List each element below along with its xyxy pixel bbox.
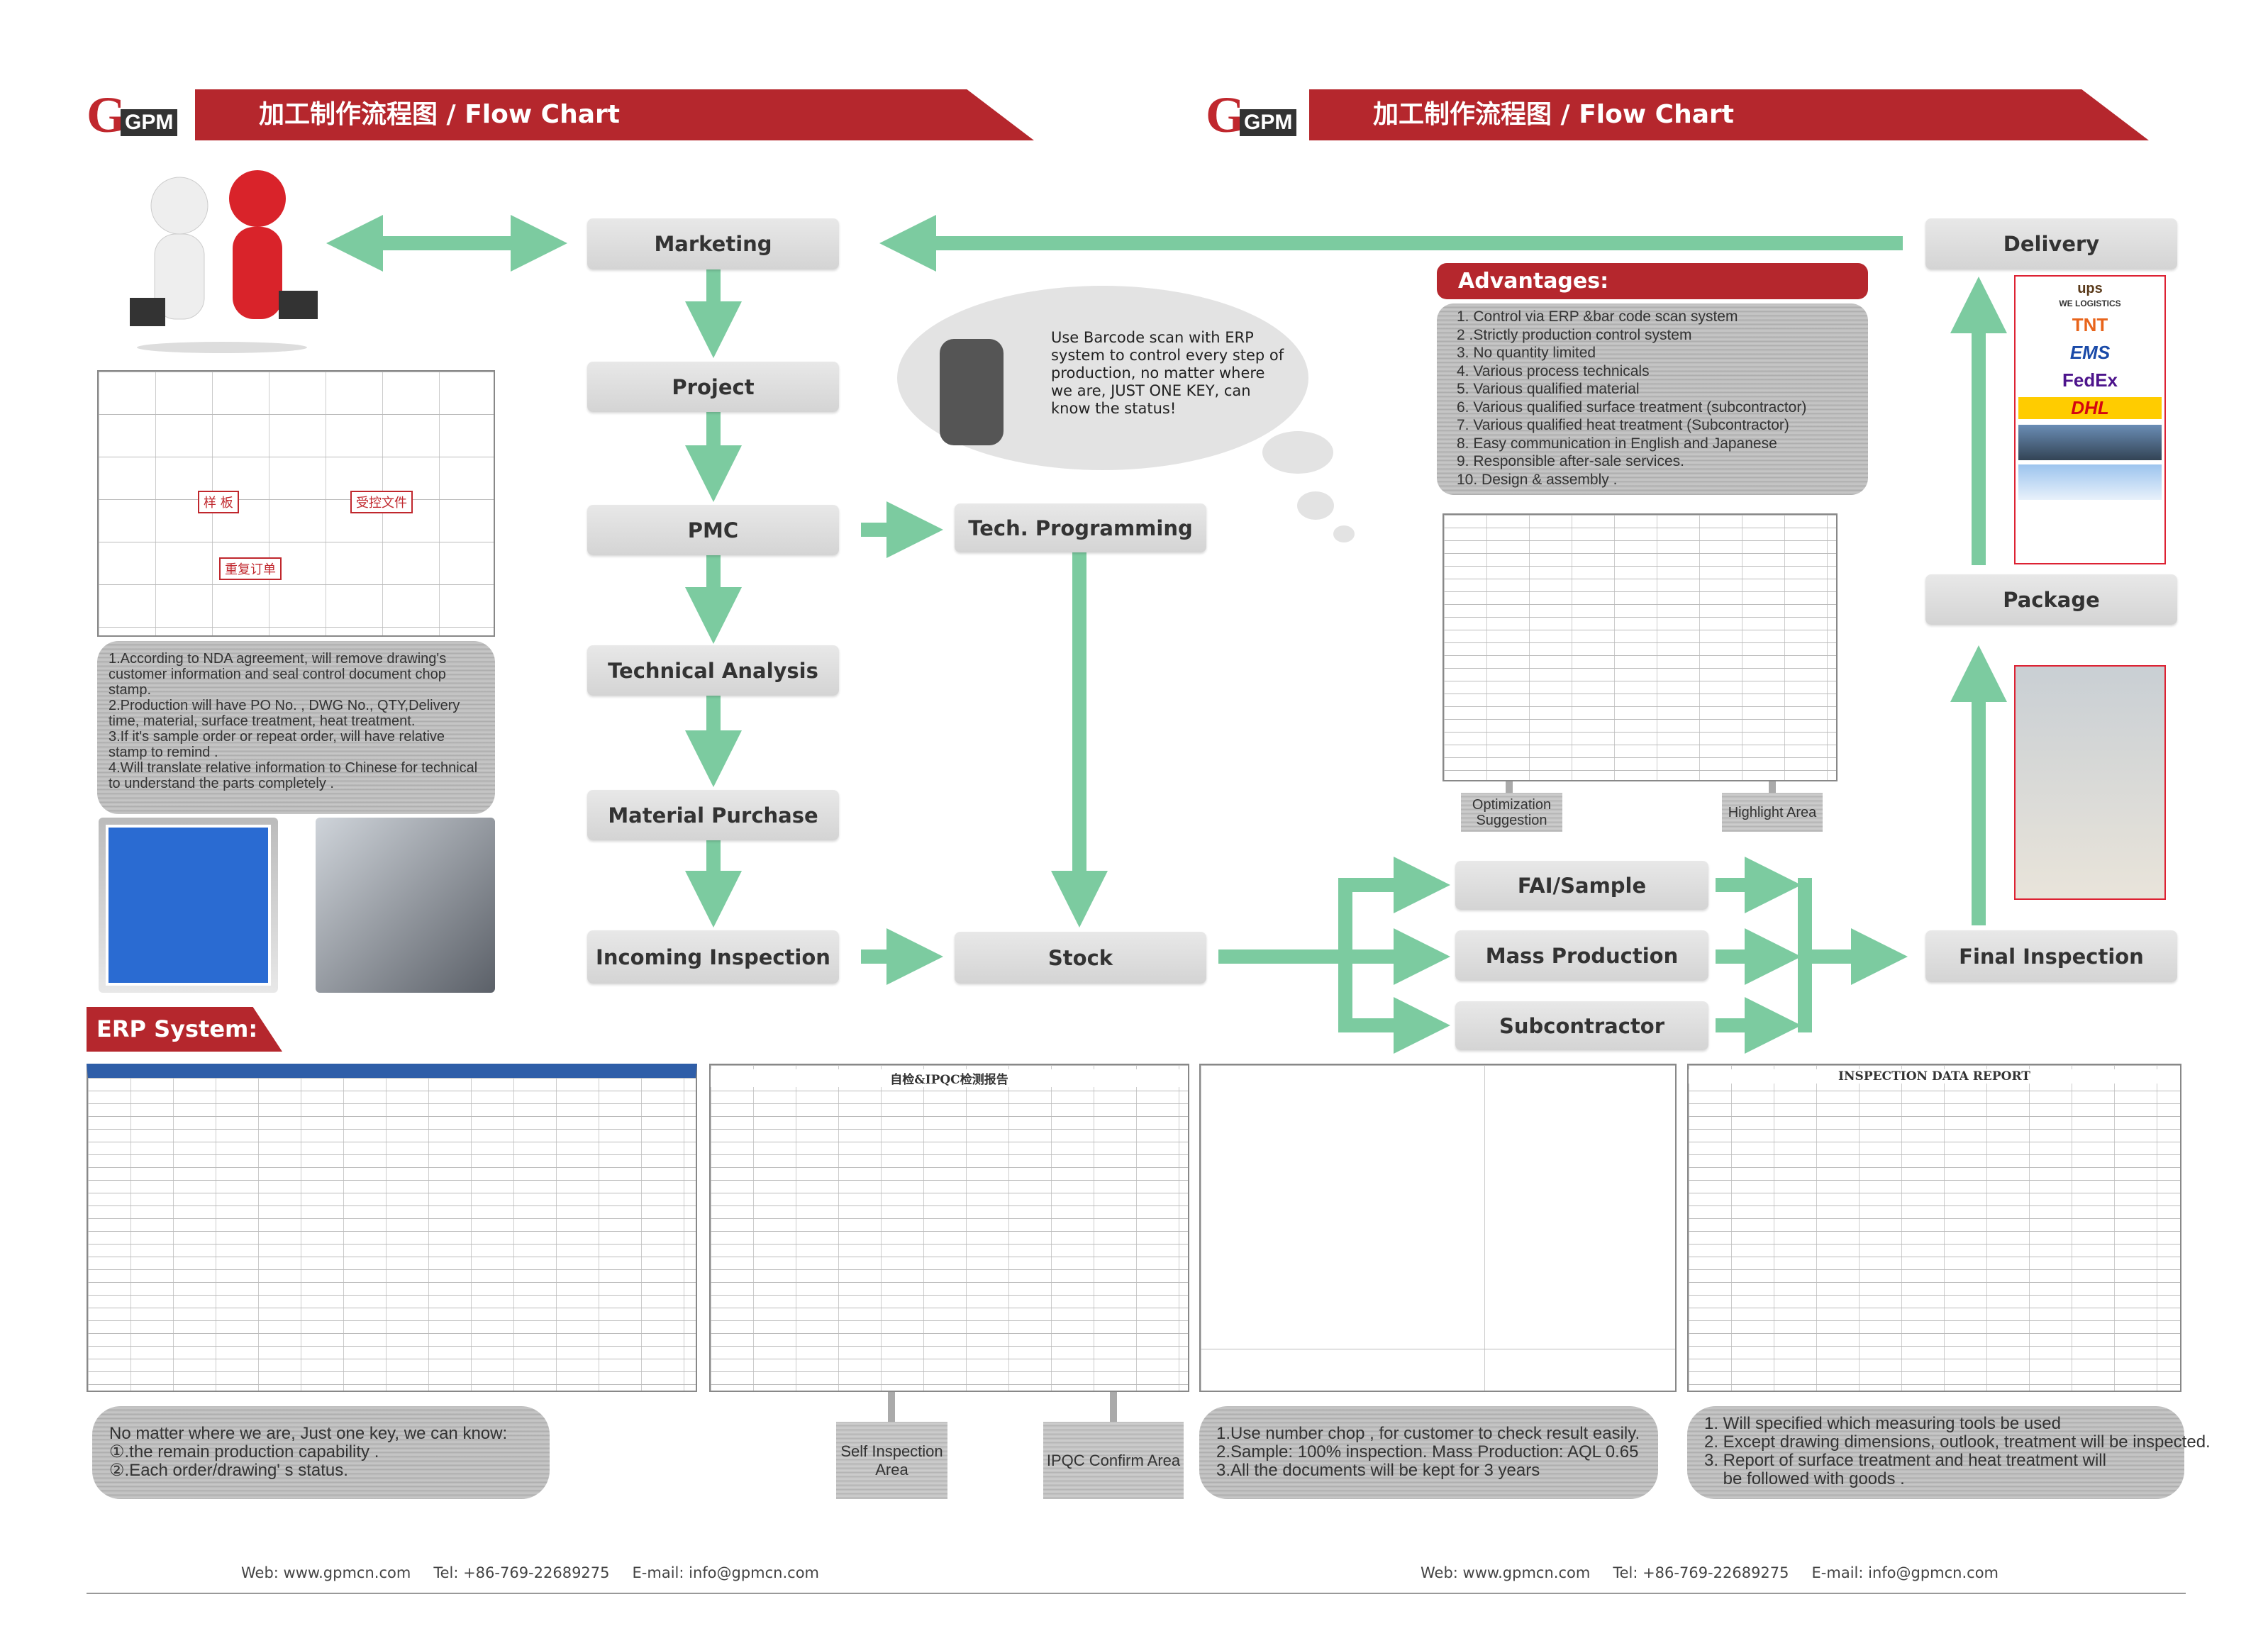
step-incoming-inspection: Incoming Inspection [587, 930, 839, 984]
highlight-area-label: Highlight Area [1722, 793, 1823, 832]
step-technical-analysis: Technical Analysis [587, 645, 839, 696]
courier-logos: ups WE LOGISTICS TNT EMS FedEx DHL [2014, 275, 2166, 564]
step-marketing: Marketing [587, 218, 839, 269]
repeat-order-stamp: 重复订单 [219, 557, 282, 580]
inspection-report-title: INSPECTION DATA REPORT [1689, 1069, 2180, 1084]
note-line: 1. Will specified which measuring tools … [1704, 1414, 2061, 1433]
step-pmc: PMC [587, 505, 839, 555]
fedex-logo: FedEx [2062, 369, 2118, 391]
advantage-item: 7. Various qualified heat treatment (Sub… [1457, 417, 1789, 433]
step-stock: Stock [955, 932, 1206, 984]
advantage-item: 6. Various qualified surface treatment (… [1457, 399, 1807, 416]
advantage-item: 2 .Strictly production control system [1457, 326, 1692, 343]
header-banner-right: 加工制作流程图 / Flow Chart [1309, 89, 2149, 140]
package-photos [2014, 665, 2166, 900]
advantages-list: 1. Control via ERP &bar code scan system… [1437, 304, 1868, 495]
dhl-logo: DHL [2018, 397, 2162, 419]
erp-system-title: ERP System: [87, 1007, 282, 1052]
note-line: 3. Report of surface treatment and heat … [1704, 1451, 2106, 1470]
advantage-item: 10. Design & assembly . [1457, 471, 1618, 488]
numbered-drawing-image [1199, 1064, 1677, 1392]
cloud-text: Use Barcode scan with ERP system to cont… [1051, 329, 1284, 417]
note-line: ②.Each order/drawing' s status. [109, 1461, 348, 1480]
ups-logo: ups [2077, 281, 2103, 296]
footer-tel: Tel: +86-769-22689275 [1613, 1564, 1789, 1581]
advantage-item: 1. Control via ERP &bar code scan system [1457, 308, 1738, 325]
ipqc-report-title: 自检&IPQC检测报告 [711, 1069, 1188, 1087]
advantages-title: Advantages: [1437, 263, 1868, 299]
footer-left: Web: www.gpmcn.com Tel: +86-769-22689275 E… [241, 1564, 842, 1581]
footer-web: Web: www.gpmcn.com [241, 1564, 411, 1581]
footer-divider [87, 1593, 2186, 1594]
note-line: 1.According to NDA agreement, will remov… [109, 651, 447, 698]
we-logistics-logo: WE LOGISTICS [2059, 299, 2121, 308]
header-banner-left: 加工制作流程图 / Flow Chart [195, 89, 1034, 140]
self-inspection-area-label: Self Inspection Area [836, 1422, 947, 1499]
note-line: 2.Production will have PO No. , DWG No.,… [109, 698, 460, 729]
report-note-box: 1. Will specified which measuring tools … [1687, 1406, 2211, 1499]
ipqc-report-image: 自检&IPQC检测报告 [709, 1064, 1189, 1392]
step-mass-production: Mass Production [1455, 930, 1708, 981]
advantage-item: 9. Responsible after-sale services. [1457, 453, 1684, 469]
note-line: No matter where we are, Just one key, we… [109, 1424, 508, 1443]
step-project: Project [587, 362, 839, 412]
nda-notes-box: 1.According to NDA agreement, will remov… [97, 641, 495, 814]
ipqc-confirm-area-label: IPQC Confirm Area [1043, 1422, 1184, 1499]
footer-email: E-mail: info@gpmcn.com [1811, 1564, 1999, 1581]
thought-cloud: Use Barcode scan with ERP system to cont… [897, 282, 1355, 542]
footer-email: E-mail: info@gpmcn.com [632, 1564, 820, 1581]
sample-stamp: 样 板 [198, 491, 239, 513]
ems-logo: EMS [2069, 342, 2111, 363]
tnt-logo: TNT [2072, 314, 2108, 335]
cargo-ship-image [2018, 425, 2162, 460]
note-line: ①.the remain production capability . [109, 1442, 379, 1461]
note-line: 2.Sample: 100% inspection. Mass Producti… [1216, 1442, 1639, 1461]
erp-note-box: No matter where we are, Just one key, we… [92, 1406, 550, 1499]
inspection-sheet-image [1442, 513, 1838, 781]
advantage-item: 4. Various process technicals [1457, 362, 1650, 379]
chop-note-box: 1.Use number chop , for customer to chec… [1199, 1406, 1658, 1499]
step-subcontractor: Subcontractor [1455, 1001, 1708, 1050]
optimization-suggestion-label: Optimization Suggestion [1461, 793, 1562, 832]
advantage-item: 5. Various qualified material [1457, 381, 1640, 397]
drawing-image: 样 板 受控文件 重复订单 [97, 370, 495, 637]
note-line: 2. Except drawing dimensions, outlook, t… [1704, 1432, 2211, 1452]
step-fai-sample: FAI/Sample [1455, 861, 1708, 910]
advantage-item: 3. No quantity limited [1457, 345, 1596, 361]
handheld-analyzer-photo [316, 818, 495, 993]
note-line: 4.Will translate relative information to… [109, 760, 478, 791]
note-line: 3.All the documents will be kept for 3 y… [1216, 1461, 1540, 1480]
spectrometer-screen-photo [99, 818, 278, 993]
note-line: be followed with goods . [1704, 1469, 1905, 1488]
controlled-document-stamp: 受控文件 [350, 491, 413, 513]
step-delivery: Delivery [1925, 218, 2177, 269]
handshake-illustration [116, 167, 326, 355]
footer-web: Web: www.gpmcn.com [1421, 1564, 1591, 1581]
airplane-image [2018, 464, 2162, 500]
note-line: 1.Use number chop , for customer to chec… [1216, 1424, 1640, 1443]
footer-right: Web: www.gpmcn.com Tel: +86-769-22689275 E… [1421, 1564, 2021, 1581]
step-material-purchase: Material Purchase [587, 790, 839, 840]
advantage-item: 8. Easy communication in English and Jap… [1457, 435, 1777, 452]
step-final-inspection: Final Inspection [1925, 930, 2177, 982]
note-line: 3.If it's sample order or repeat order, … [109, 729, 445, 760]
inspection-data-report-image: INSPECTION DATA REPORT [1687, 1064, 2181, 1392]
erp-screenshot [87, 1064, 697, 1392]
step-package: Package [1925, 574, 2177, 625]
footer-tel: Tel: +86-769-22689275 [433, 1564, 610, 1581]
step-tech-programming: Tech. Programming [955, 503, 1206, 552]
